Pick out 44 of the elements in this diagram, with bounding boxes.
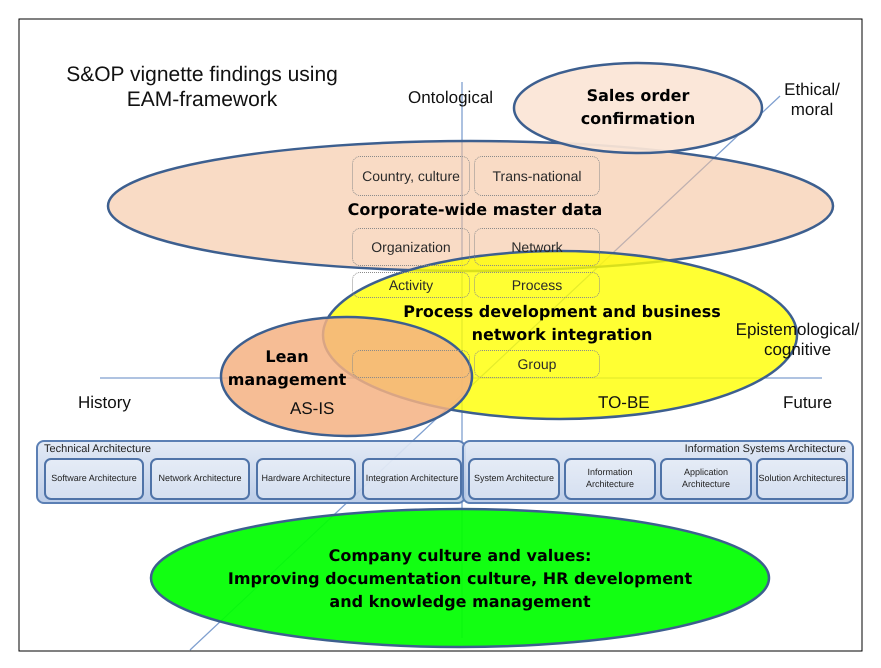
- finding-ellipse: [513, 62, 763, 154]
- architecture-box: [256, 458, 356, 500]
- axis-label: History: [78, 393, 132, 414]
- architecture-label: Hardware Architecture: [261, 473, 351, 485]
- dimension-label: Process: [512, 276, 562, 294]
- dimension-label: Organization: [371, 238, 451, 256]
- axis-label: Ethical/ moral: [783, 80, 841, 121]
- axis-label: Future: [783, 393, 834, 414]
- finding-ellipse: [107, 140, 834, 272]
- dimension-label: Group: [518, 354, 556, 374]
- phase-label: AS-IS: [290, 399, 336, 420]
- architecture-label: Network Architecture: [158, 473, 242, 485]
- dimension-label: Trans-national: [492, 166, 582, 186]
- architecture-box: [468, 458, 560, 500]
- finding-label: Process development and business network integration: [402, 301, 722, 346]
- finding-label: Lean management: [226, 346, 348, 392]
- finding-label: Company culture and values:: [328, 545, 592, 567]
- architecture-label: System Architecture: [474, 473, 554, 485]
- architecture-label: Solution Architectures: [758, 473, 846, 485]
- architecture-box: [564, 458, 656, 500]
- architecture-label: Software Architecture: [51, 473, 137, 485]
- architecture-label: Information Architecture: [584, 467, 636, 491]
- architecture-label: Integration Architecture: [366, 473, 458, 485]
- dimension-label: Activity: [388, 276, 434, 294]
- architecture-panel: [36, 440, 466, 504]
- architecture-box: [150, 458, 250, 500]
- finding-ellipse: [150, 508, 770, 648]
- axis-label: Ontological: [408, 88, 494, 108]
- architecture-label: Application Architecture: [680, 467, 732, 491]
- finding-ellipse: [220, 316, 473, 437]
- phase-label: TO-BE: [598, 393, 651, 414]
- dimension-label: Country, culture: [362, 166, 460, 186]
- framework-cell: [352, 350, 470, 378]
- architecture-box: [44, 458, 144, 500]
- architecture-box: [362, 458, 462, 500]
- finding-description: Improving documentation culture, HR development and knowledge management: [226, 568, 694, 614]
- diagram-title: S&OP vignette findings using EAM-framework: [65, 62, 339, 112]
- architecture-box: [756, 458, 848, 500]
- panel-heading: Information Systems Architecture: [684, 443, 846, 455]
- finding-label: Corporate-wide master data: [346, 199, 604, 221]
- finding-label: Sales order confirmation: [580, 85, 696, 130]
- panel-heading: Technical Architecture: [44, 443, 151, 455]
- architecture-box: [660, 458, 752, 500]
- architecture-panel: [462, 440, 854, 504]
